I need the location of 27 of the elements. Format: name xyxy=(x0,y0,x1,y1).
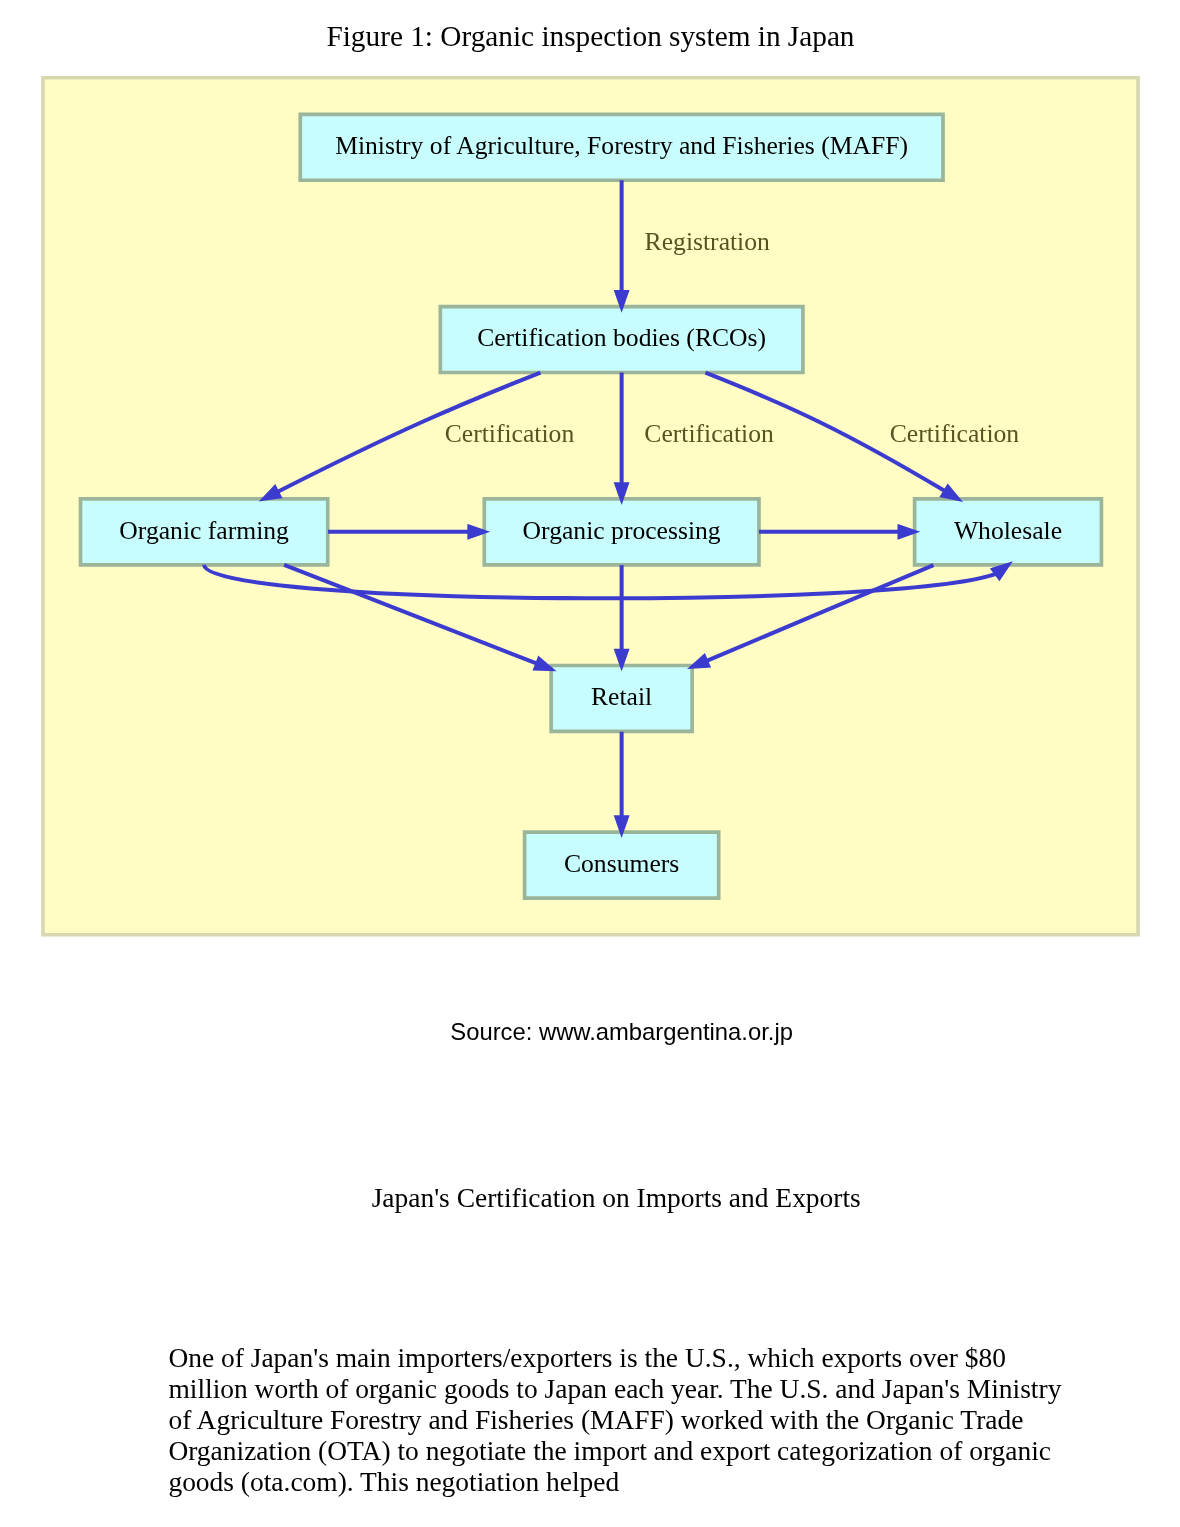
node-box: Wholesale xyxy=(912,497,1103,567)
node-box: Organic processing xyxy=(481,497,761,567)
edge-label: Certification xyxy=(889,419,1019,449)
arrow xyxy=(613,565,630,672)
arrow xyxy=(202,561,1013,601)
label: One of Japan's main importers/exporters is the U.S., which exports over $80 million worth of organic goods to Japan each year. The U.S. and Japan's Ministry of Agriculture Forestry and Fisheries (MAFF) worked with the Organic Trade Organization (OTA) to negotiate the import and export categorization of organic goods (ota.com). This negotiation helped xyxy=(167,1342,1061,1498)
diagram-title: Figure 1: Organic inspection system in Japan xyxy=(325,20,855,53)
edge-label: Certification xyxy=(444,419,574,449)
arrow xyxy=(758,523,920,540)
cluster xyxy=(40,75,1140,937)
label: Japan's Certification on Imports and Exports xyxy=(371,1182,861,1213)
node-box: Retail xyxy=(548,663,694,734)
arrow xyxy=(282,563,557,672)
node-box: Ministry of Agriculture, Forestry and Fisheries (MAFF) xyxy=(297,112,945,183)
node-box: Organic farming xyxy=(78,497,330,567)
caption: Source: www.ambargentina.or.jp xyxy=(449,1017,793,1045)
arrow xyxy=(327,523,490,540)
arrow xyxy=(258,370,541,502)
arrow xyxy=(686,563,934,670)
edge-label: Certification xyxy=(643,419,774,449)
node-box: Consumers xyxy=(522,830,720,900)
edge-label: Registration xyxy=(644,227,770,257)
node-box: Certification bodies (RCOs) xyxy=(438,304,805,375)
arrow xyxy=(704,370,963,502)
arrow xyxy=(613,372,630,505)
arrow xyxy=(613,180,630,313)
arrow xyxy=(613,731,630,839)
